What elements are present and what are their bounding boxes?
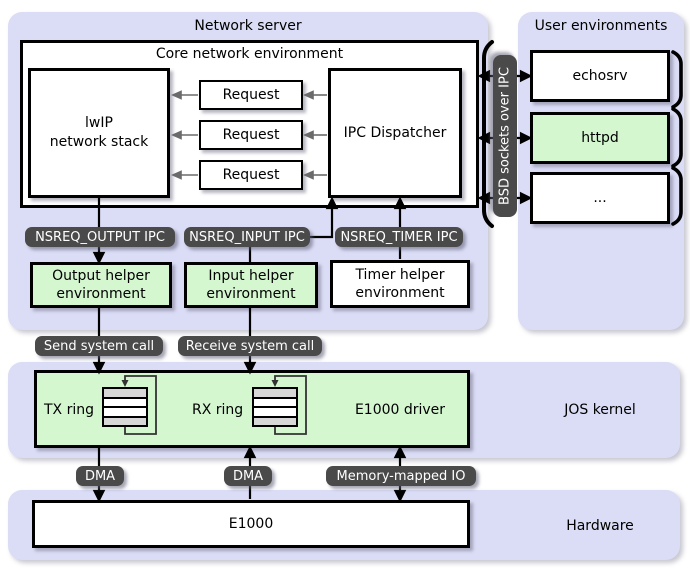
jos-kernel-label: JOS kernel xyxy=(564,402,636,418)
dma-rx-label: DMA xyxy=(224,466,272,486)
request-label: Request xyxy=(222,126,280,143)
tx-ring-icon xyxy=(102,387,148,427)
e1000-driver-label: E1000 driver xyxy=(354,402,446,418)
nsreq-input-ipc-label: NSREQ_INPUT IPC xyxy=(184,227,310,247)
e1000-label: E1000 xyxy=(228,515,274,532)
timer-helper-box: Timer helper environment xyxy=(330,260,470,308)
timer-helper-line2: environment xyxy=(355,285,445,301)
lwip-line2: network stack xyxy=(49,134,149,150)
output-helper-line1: Output helper xyxy=(52,268,150,284)
dma-tx-label: DMA xyxy=(76,466,124,486)
bsd-sockets-over-ipc-label: BSD sockets over IPC xyxy=(493,55,517,217)
network-server-title: Network server xyxy=(194,18,302,34)
rx-ring-label: RX ring xyxy=(192,402,244,418)
output-helper-line2: environment xyxy=(56,286,146,302)
core-network-environment-title: Core network environment xyxy=(155,46,344,62)
lwip-line1: lwIP xyxy=(85,115,113,131)
input-helper-line2: environment xyxy=(206,286,296,302)
rx-ring-icon xyxy=(252,387,298,427)
more-envs-label: ... xyxy=(593,189,607,206)
output-helper-box: Output helper environment xyxy=(30,262,172,308)
lwip-network-stack-box: lwIP network stack xyxy=(28,68,170,198)
e1000-box: E1000 xyxy=(32,500,470,548)
httpd-label: httpd xyxy=(581,129,619,146)
user-environments-title: User environments xyxy=(534,18,668,34)
memory-mapped-io-label: Memory-mapped IO xyxy=(326,466,476,486)
user-env-echosrv-box: echosrv xyxy=(530,50,670,102)
request-box-1: Request xyxy=(199,80,303,110)
ipc-dispatcher-box: IPC Dispatcher xyxy=(328,68,462,198)
tx-ring-label: TX ring xyxy=(44,402,94,418)
user-env-more-box: ... xyxy=(530,172,670,224)
request-label: Request xyxy=(222,86,280,103)
nsreq-output-ipc-label: NSREQ_OUTPUT IPC xyxy=(25,227,175,247)
echosrv-label: echosrv xyxy=(572,67,628,84)
request-box-2: Request xyxy=(199,120,303,150)
request-label: Request xyxy=(222,166,280,183)
input-helper-box: Input helper environment xyxy=(184,262,318,308)
send-system-call-label: Send system call xyxy=(35,336,163,356)
ipc-dispatcher-label: IPC Dispatcher xyxy=(343,124,447,141)
hardware-label: Hardware xyxy=(566,518,634,534)
timer-helper-line1: Timer helper xyxy=(355,267,445,283)
receive-system-call-label: Receive system call xyxy=(178,336,322,356)
user-env-httpd-box: httpd xyxy=(530,112,670,164)
input-helper-line1: Input helper xyxy=(208,268,294,284)
nsreq-timer-ipc-label: NSREQ_TIMER IPC xyxy=(335,227,463,247)
request-box-3: Request xyxy=(199,160,303,190)
